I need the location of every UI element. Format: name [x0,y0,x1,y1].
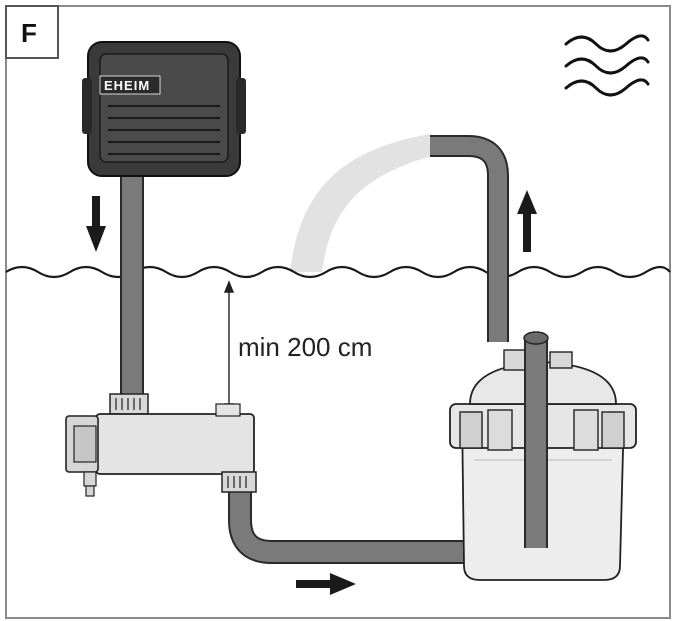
height-label: min 200 cm [238,332,372,362]
inlet-hose [120,176,144,398]
water-stream [290,134,432,272]
return-hose [430,135,509,342]
heater-unit [65,393,257,497]
brand-label: EHEIM [104,78,150,93]
wave-lines-icon [564,34,650,97]
height-dimension [223,280,235,416]
figure-label: F [21,18,37,48]
canister-hose-front [523,331,549,548]
arrow-right-icon [296,573,356,595]
figure-label-box: F [5,5,59,59]
figure-frame [5,5,671,619]
control-unit: EHEIM [82,41,246,177]
arrow-down-icon [86,196,106,252]
water-surface-line [5,265,671,279]
arrow-up-icon [517,190,537,252]
